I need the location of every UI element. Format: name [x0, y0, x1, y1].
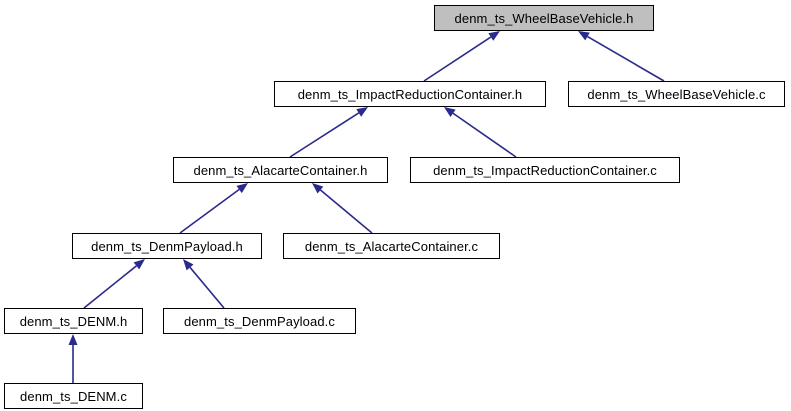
graph-edge [289, 112, 360, 158]
graph-node-label: denm_ts_DENM.c [20, 388, 127, 404]
graph-node-label: denm_ts_WheelBaseVehicle.c [587, 86, 766, 102]
graph-node-impactreductioncontainer_h[interactable]: denm_ts_ImpactReductionContainer.h [274, 81, 546, 107]
graph-edge-arrowhead [133, 259, 145, 270]
graph-node-alacartecontainer_h[interactable]: denm_ts_AlacarteContainer.h [173, 157, 388, 183]
graph-node-label: denm_ts_DenmPayload.h [91, 238, 243, 254]
graph-edge-arrowhead [444, 107, 456, 117]
graph-node-denmpayload_c[interactable]: denm_ts_DenmPayload.c [163, 308, 356, 334]
graph-edge [423, 36, 492, 82]
graph-edge [452, 112, 517, 158]
graph-edge-arrowhead [236, 183, 248, 194]
graph-node-denm_h[interactable]: denm_ts_DENM.h [4, 308, 143, 334]
graph-node-alacartecontainer_c[interactable]: denm_ts_AlacarteContainer.c [283, 233, 500, 259]
graph-edge [179, 188, 240, 234]
graph-node-impactreductioncontainer_c[interactable]: denm_ts_ImpactReductionContainer.c [410, 157, 680, 183]
graph-node-wheelbasevehicle_c[interactable]: denm_ts_WheelBaseVehicle.c [568, 81, 785, 107]
graph-edge-arrowhead [356, 107, 368, 117]
graph-edge-arrowhead [312, 183, 324, 194]
graph-edge-arrowhead [68, 334, 78, 345]
graph-edge [189, 266, 225, 309]
graph-node-wheelbasevehicle_h[interactable]: denm_ts_WheelBaseVehicle.h [434, 5, 654, 31]
graph-node-label: denm_ts_AlacarteContainer.h [193, 162, 368, 178]
graph-node-label: denm_ts_AlacarteContainer.c [304, 238, 479, 254]
graph-node-denmpayload_h[interactable]: denm_ts_DenmPayload.h [72, 233, 262, 259]
graph-edge-arrowhead [578, 31, 590, 41]
graph-edge-arrowhead [183, 259, 194, 271]
graph-node-label: denm_ts_DenmPayload.c [184, 313, 335, 329]
graph-node-label: denm_ts_ImpactReductionContainer.h [297, 86, 523, 102]
graph-edge-arrowhead [488, 31, 500, 41]
graph-edge [83, 265, 137, 309]
graph-node-label: denm_ts_ImpactReductionContainer.c [433, 162, 657, 178]
graph-edge [587, 35, 665, 82]
graph-node-label: denm_ts_WheelBaseVehicle.h [454, 10, 634, 26]
graph-node-label: denm_ts_DENM.h [19, 313, 128, 329]
graph-edge [319, 189, 373, 234]
graph-node-denm_c[interactable]: denm_ts_DENM.c [4, 383, 143, 409]
